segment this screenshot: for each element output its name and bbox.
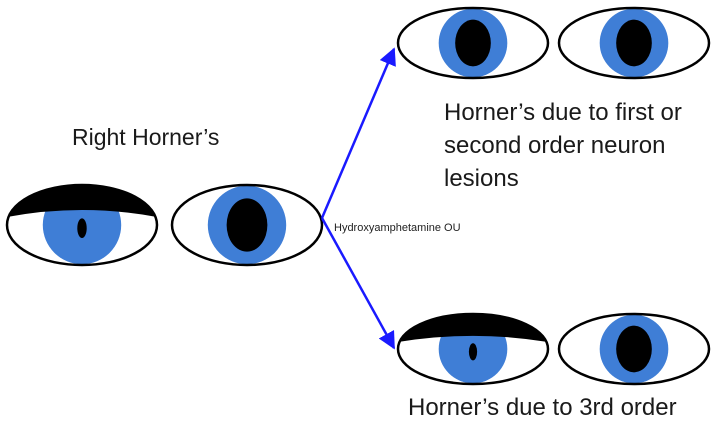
caption-line-1: Horner’s due to first or — [444, 99, 682, 126]
eye-outline — [170, 183, 324, 267]
pupil-dilated — [455, 19, 491, 67]
eye-after_first_second_order-right — [396, 6, 550, 80]
eye-outline — [557, 6, 711, 80]
arrow-to-first-second-order — [320, 47, 396, 219]
hydroxyamphetamine-label: Hydroxyamphetamine OU — [334, 222, 461, 234]
caption-line-3: lesions — [444, 165, 519, 192]
eye-initial-left — [170, 183, 324, 267]
pupil-miotic — [468, 343, 478, 361]
eye-outline — [396, 6, 550, 80]
right-horners-label: Right Horner’s — [72, 124, 220, 150]
eye-after_third_order-right — [396, 312, 550, 386]
eye-initial-right — [5, 183, 159, 267]
pupil-miotic — [77, 218, 87, 238]
arrow-to-third-order — [320, 217, 396, 350]
eye-outline — [5, 183, 159, 267]
pupil-dilated — [616, 19, 652, 67]
eye-after_first_second_order-left — [557, 6, 711, 80]
third-order-caption: Horner’s due to 3rd order — [408, 394, 677, 421]
pupil-dilated — [226, 198, 268, 252]
eye-outline — [396, 312, 550, 386]
pupil-dilated — [616, 325, 652, 373]
first-second-order-caption: Horner’s due to first or second order ne… — [444, 96, 704, 195]
eye-after_third_order-left — [557, 312, 711, 386]
eye-outline — [557, 312, 711, 386]
caption-line-2: second order neuron — [444, 132, 666, 159]
